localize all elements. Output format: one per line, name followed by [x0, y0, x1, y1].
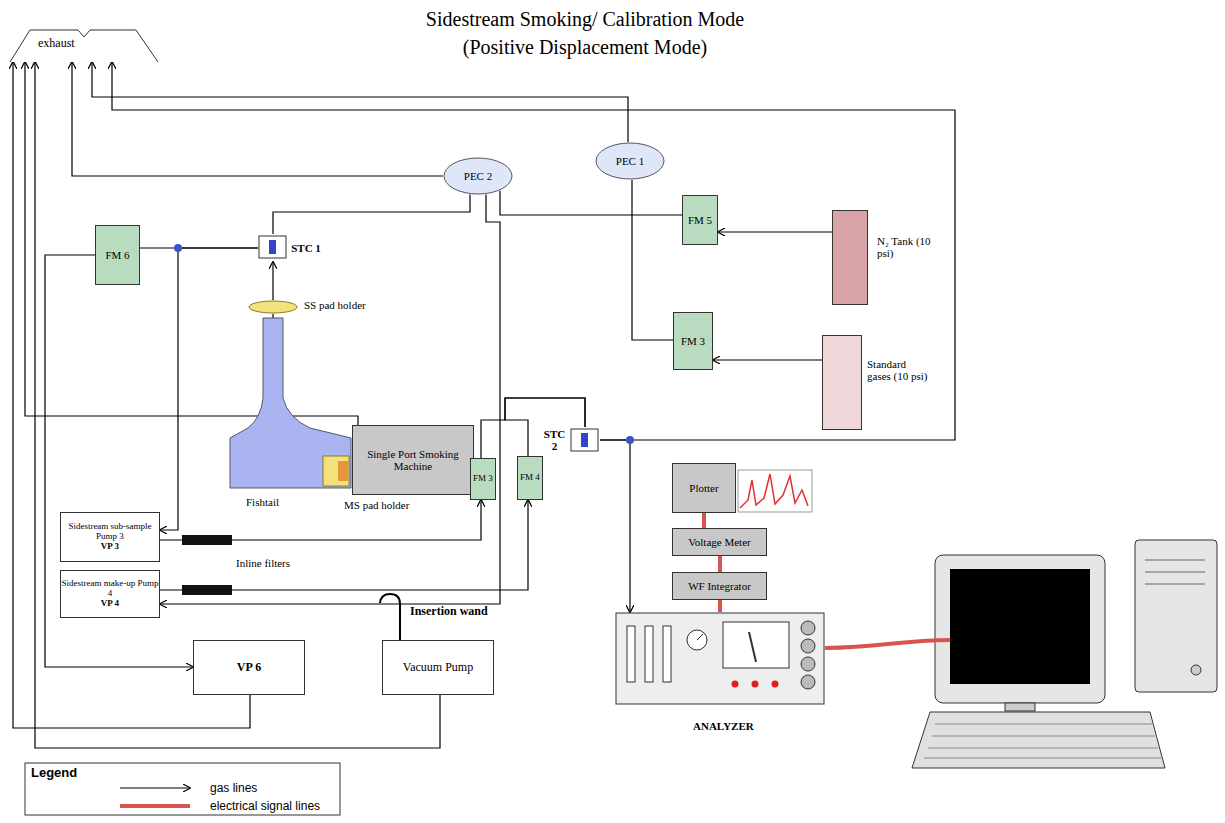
- gas-line: [481, 398, 585, 458]
- instrument-box: Plotter: [672, 463, 736, 513]
- gas-line: [160, 195, 500, 605]
- gas-line: [72, 62, 443, 176]
- gas-line: [45, 255, 193, 667]
- node-text: PEC 1: [616, 155, 644, 167]
- node-text: Vacuum Pump: [403, 661, 473, 674]
- part-label: ANALYZER: [693, 720, 754, 732]
- gas-line: [273, 195, 470, 235]
- node-text: Sidestream sub-sample Pump 3: [61, 522, 159, 542]
- signal-line: [718, 556, 722, 572]
- flowmeter-box: FM 3: [470, 458, 496, 500]
- tee-joint: [626, 436, 634, 444]
- insertion-wand: [380, 594, 400, 640]
- plotter-trace: [738, 470, 812, 512]
- node-text: exhaust: [38, 37, 75, 50]
- part-label: Fishtail: [246, 496, 279, 508]
- node-text: FM 3: [473, 474, 493, 484]
- node-text: STC 1: [291, 242, 321, 254]
- title: Sidestream Smoking/ Calibration Mode: [260, 8, 910, 31]
- node-text: Single Port Smoking Machine: [353, 448, 473, 472]
- legend-text: electrical signal lines: [210, 799, 320, 813]
- gas-line: [160, 500, 481, 540]
- exhaust-hood-outline: [8, 28, 160, 62]
- analyzer-box-outline: [615, 612, 825, 705]
- node-text: WF Integrator: [688, 580, 751, 592]
- part-label: N₂ Tank (10 psi): [877, 235, 939, 259]
- instrument-box: WF Integrator: [672, 572, 767, 600]
- node-text: FM 4: [520, 473, 540, 483]
- computer-illustration: [912, 540, 1217, 768]
- subtitle: (Positive Displacement Mode): [260, 36, 910, 59]
- gas-line: [272, 262, 273, 300]
- gas-line: [92, 62, 628, 142]
- gas-line: [718, 231, 832, 232]
- inline-filter: [182, 585, 232, 595]
- smoking-machine: Single Port Smoking Machine: [352, 425, 474, 495]
- part-label: Inline filters: [236, 557, 290, 569]
- node-text: FM 5: [688, 214, 712, 226]
- gas-line: [272, 314, 273, 318]
- node-text: Voltage Meter: [688, 536, 750, 548]
- gas-line: [713, 359, 822, 360]
- flowmeter-box: FM 4: [517, 456, 543, 500]
- gas-line: [600, 440, 630, 612]
- gas-line: [500, 191, 682, 215]
- inline-filter: [182, 535, 232, 545]
- analyzer-box: ANALYZER: [615, 612, 825, 705]
- gas-tank: Standard gases (10 psi): [822, 335, 862, 430]
- legend-frame: [25, 763, 340, 815]
- gas-tank: N₂ Tank (10 psi): [832, 210, 868, 305]
- flowmeter-box: FM 3: [673, 312, 713, 370]
- node-text: STC 2: [540, 428, 569, 452]
- gas-line: [35, 62, 440, 748]
- signal-line: [702, 513, 706, 528]
- flowmeter-box: FM 6: [95, 225, 140, 285]
- node-text: VP 4: [101, 599, 119, 609]
- pump-box: Sidestream make-up Pump 4VP 4: [60, 570, 160, 618]
- flowmeter-box: FM 5: [682, 195, 718, 245]
- part-label: MS pad holder: [344, 499, 409, 511]
- pad-holder-outline: [322, 455, 350, 487]
- gas-line: [112, 62, 955, 440]
- exhaust-hood: exhaust: [8, 28, 160, 62]
- signal-wire: [825, 640, 950, 648]
- legend-text: gas lines: [210, 781, 257, 795]
- part-label: Standard gases (10 psi): [867, 358, 929, 382]
- pump-box: Vacuum Pump: [382, 640, 494, 695]
- pec-ellipse: PEC 1: [595, 142, 665, 180]
- node-text: VP 6: [237, 661, 261, 674]
- tee-joint: [174, 244, 182, 252]
- pad-holder: SS pad holder: [248, 300, 298, 314]
- node-text: VP 3: [101, 542, 119, 552]
- gas-line: [632, 180, 673, 340]
- legend-heading: Legend: [31, 765, 77, 780]
- instrument-box: Voltage Meter: [672, 528, 767, 556]
- gas-line: [160, 500, 528, 590]
- node-text: FM 6: [105, 249, 129, 261]
- node-text: FM 3: [681, 335, 705, 347]
- gas-line: [25, 62, 358, 425]
- pec-ellipse: PEC 2: [443, 157, 513, 195]
- node-text: Sidestream make-up Pump 4: [61, 579, 159, 599]
- pad-holder-outline: [248, 300, 298, 314]
- node-text: Plotter: [689, 482, 718, 494]
- part-label: SS pad holder: [304, 299, 366, 311]
- pad-holder: MS pad holder: [322, 455, 350, 487]
- signal-line: [718, 600, 722, 612]
- part-label: Insertion wand: [410, 604, 488, 619]
- stc-valve: STC 1: [258, 234, 322, 262]
- pump-box: VP 6: [193, 640, 305, 695]
- node-text: PEC 2: [464, 170, 492, 182]
- stc-valve: STC 2: [540, 427, 600, 453]
- pump-box: Sidestream sub-sample Pump 3VP 3: [60, 512, 160, 562]
- gas-line: [13, 62, 250, 728]
